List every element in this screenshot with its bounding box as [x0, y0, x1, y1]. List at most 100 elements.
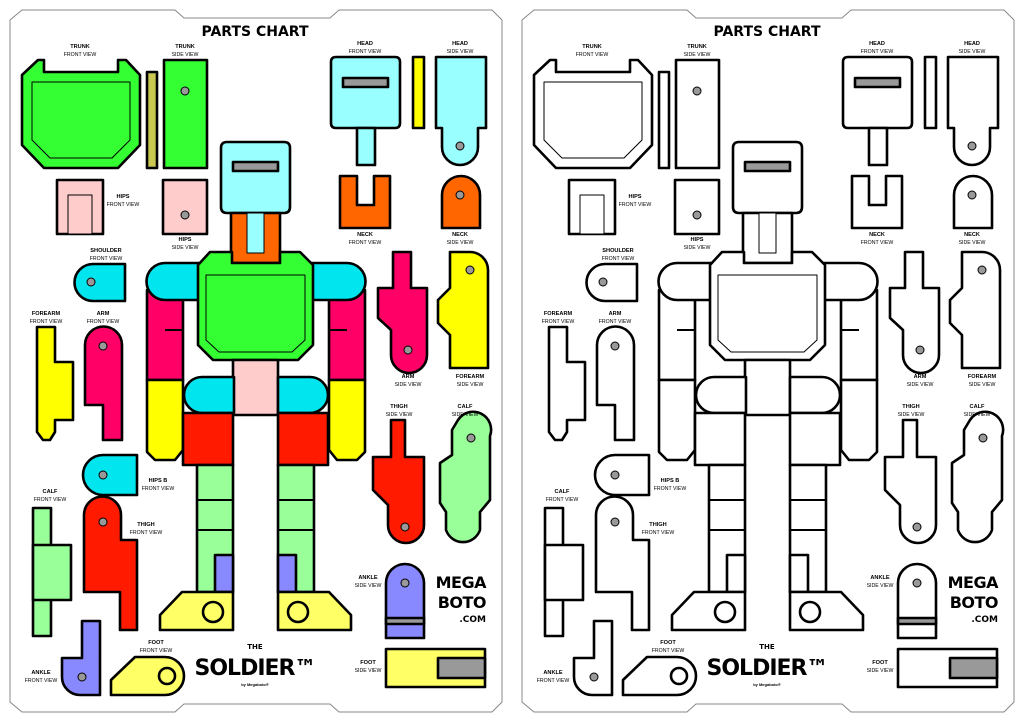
hips-front-inner: [67, 194, 93, 235]
part-view: FRONT VIEW: [542, 319, 575, 325]
part-view: SIDE VIEW: [386, 412, 413, 418]
page-title: PARTS CHART: [202, 24, 309, 40]
trunk-side: [674, 58, 721, 170]
page-title: PARTS CHART: [714, 24, 821, 40]
head-side-hole: [455, 141, 465, 151]
hipsb-front-hole: [610, 470, 620, 480]
part-name: ANKLE: [358, 575, 378, 581]
head-side: [434, 55, 488, 167]
megaboto-logo-line3: .COM: [459, 615, 486, 625]
part-name: HIPS: [628, 194, 641, 200]
robot-trunk: [196, 250, 315, 362]
arm-front: [595, 325, 636, 442]
trunk-front-inner: [543, 81, 643, 159]
ankle-front-hole: [77, 672, 87, 682]
part-view: FRONT VIEW: [619, 202, 652, 208]
robot-ankle-right: [276, 553, 298, 594]
forearm-side-hole: [465, 265, 475, 275]
brand-byline: by Megaboto®: [241, 682, 269, 687]
brand-soldier: SOLDIER™: [707, 656, 828, 681]
label-hips-front: HIPS FRONT VIEW: [619, 194, 652, 208]
part-view: FRONT VIEW: [130, 530, 163, 536]
part-name: TRUNK: [687, 44, 707, 50]
part-view: FRONT VIEW: [546, 497, 579, 503]
brand-byline: by Megaboto®: [753, 682, 781, 687]
trunk-side-thin: [145, 70, 159, 170]
foot-side-insert: [436, 656, 487, 680]
part-view: SIDE VIEW: [172, 52, 199, 58]
robot-foot-right-bolt: [286, 600, 310, 624]
part-view: FRONT VIEW: [90, 256, 123, 262]
head-side-thin: [411, 55, 426, 130]
part-name: NECK: [964, 232, 980, 238]
arm-side-hole: [915, 345, 925, 355]
thigh-side: [371, 418, 426, 545]
ankle-side: [896, 562, 938, 640]
hips-side-hole: [180, 210, 190, 220]
part-name: ARM: [97, 311, 110, 317]
ankle-front: [572, 619, 614, 697]
hips-side: [161, 178, 209, 236]
part-name: THIGH: [137, 522, 154, 528]
part-view: FRONT VIEW: [861, 49, 894, 55]
part-view: FRONT VIEW: [652, 648, 685, 654]
part-name: ANKLE: [31, 670, 51, 676]
part-view: SIDE VIEW: [907, 382, 934, 388]
ankle-side-hole: [912, 578, 922, 588]
brand-soldier: SOLDIER™: [195, 656, 316, 681]
part-name: FOOT: [660, 640, 676, 646]
part-view: SIDE VIEW: [867, 583, 894, 589]
calf-side: [950, 410, 1005, 544]
robot-hip-left: [182, 375, 236, 415]
brand-the: THE: [247, 643, 263, 651]
hipsb-front-hole: [98, 470, 108, 480]
arm-front-hole: [610, 341, 620, 351]
calf-front-body: [31, 543, 73, 602]
megaboto-logo-line1: MEGA: [436, 573, 487, 592]
robot-hips: [231, 358, 280, 417]
part-view: SIDE VIEW: [172, 245, 199, 251]
robot-thigh-right: [788, 411, 842, 467]
robot-thigh-right: [276, 411, 330, 467]
part-name: SHOULDER: [602, 248, 633, 254]
part-name: FOREARM: [32, 311, 61, 317]
part-name: THIGH: [649, 522, 666, 528]
part-name: HIPS: [116, 194, 129, 200]
part-name: CALF: [970, 404, 985, 410]
neck-side-hole: [967, 190, 977, 200]
part-name: HIPS: [178, 237, 191, 243]
robot-head: [731, 140, 804, 215]
robot-foot-right-bolt: [798, 600, 822, 624]
part-name: FOREARM: [968, 374, 997, 380]
part-name: HEAD: [452, 41, 468, 47]
arm-side-hole: [403, 345, 413, 355]
arm-front-hole: [98, 341, 108, 351]
neck-front: [850, 174, 904, 230]
robot-arm-left-lower: [145, 378, 185, 462]
part-name: ANKLE: [870, 575, 890, 581]
hipsb-front: [593, 453, 651, 497]
part-name: NECK: [452, 232, 468, 238]
ankle-side-hole: [400, 578, 410, 588]
head-side-thin: [923, 55, 938, 130]
forearm-side-hole: [977, 265, 987, 275]
label-hips-side: HIPS SIDE VIEW: [172, 237, 199, 251]
shoulder-front: [73, 262, 127, 303]
